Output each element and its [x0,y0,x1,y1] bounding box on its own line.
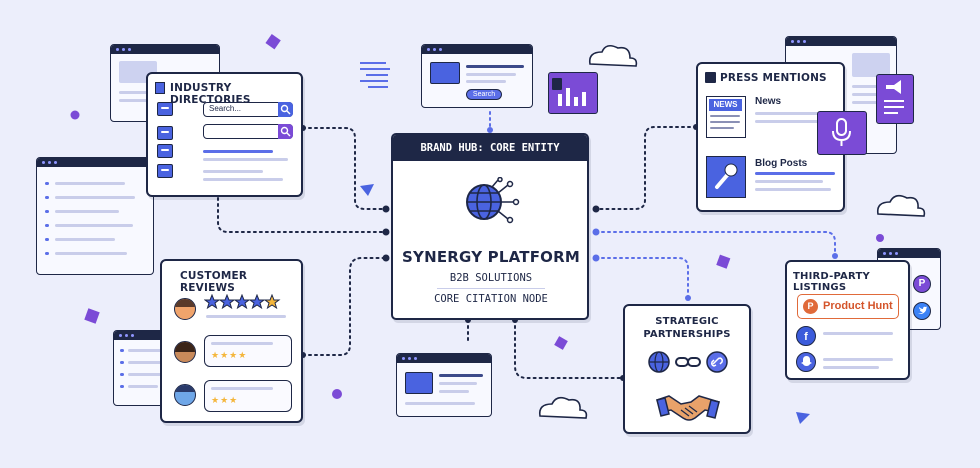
building-icon [155,82,165,94]
industry-directories-card[interactable]: INDUSTRY DIRECTORIES Search... [146,72,303,197]
news-label: News [755,96,782,107]
globe-icon [648,351,670,373]
bar-chart-icon [548,72,598,114]
cloud-icon [588,44,638,67]
review-bubble: ★★★ [204,380,292,412]
list-icon [157,126,173,140]
megaphone-icon [876,74,914,124]
chain-link-icon [675,357,701,367]
facebook-icon[interactable]: f [796,326,816,346]
star-rating [204,294,281,310]
microphone-icon [715,163,738,189]
connector-press [595,126,697,210]
connector-directories-lower [217,197,387,233]
connector-partnerships [514,319,624,379]
search-icon [280,126,291,137]
connector-reviews [302,257,387,356]
connector-partnerships-top [595,257,689,299]
hub-line1: B2B SOLUTIONS [449,272,533,284]
avatar [174,298,196,320]
product-hunt-label: Product Hunt [823,300,893,312]
directory-filter-input[interactable] [203,124,293,139]
connector-listings [595,231,836,257]
review-bubble: ★★★★ [204,335,292,367]
news-badge: NEWS [709,99,742,111]
avatar [174,341,196,363]
search-button[interactable] [278,102,293,117]
avatar [174,384,196,406]
snapchat-icon[interactable] [796,352,816,372]
product-hunt-logo: P [803,299,818,314]
link-icon [706,351,728,373]
bottom-window [396,353,492,417]
search-window: Search [421,44,533,108]
hub-line2: CORE CITATION NODE [434,293,548,305]
news-thumbnail: NEWS [706,96,746,138]
directory-search-placeholder: Search... [209,104,242,113]
blog-label: Blog Posts [755,158,808,169]
list-icon [157,144,173,158]
handshake-icon [656,395,721,421]
cloud-icon [538,396,588,419]
listings-title: THIRD-PARTY LISTINGS [793,271,870,293]
partnerships-title-2: PARTNERSHIPS [643,329,731,340]
hub-header: BRAND HUB: CORE ENTITY [393,135,587,161]
document-icon [552,78,562,90]
list-icon [157,164,173,178]
list-icon [157,102,173,116]
press-title: PRESS MENTIONS [720,72,827,84]
pinterest-icon[interactable]: P [913,275,931,293]
cloud-icon [876,194,926,217]
search-button[interactable] [278,124,293,139]
globe-network-icon [466,177,520,224]
bg-window-left [36,157,154,275]
customer-reviews-card[interactable]: CUSTOMER REVIEWS ★★★★ ★★★ [160,259,303,423]
search-window-button[interactable]: Search [466,89,502,100]
hub-name: SYNERGY PLATFORM [402,248,580,266]
strategic-partnerships-card[interactable]: STRATEGIC PARTNERSHIPS [623,304,751,434]
microphone-thumbnail [706,156,746,198]
brand-hub-card[interactable]: BRAND HUB: CORE ENTITY SYNERGY PLATFORM … [391,133,589,320]
partnerships-title-1: STRATEGIC [655,316,719,327]
search-icon [280,104,291,115]
podcast-mic-icon [817,111,867,155]
directory-search-input[interactable]: Search... [203,102,293,117]
connector-directories [302,127,387,210]
product-hunt-button[interactable]: P Product Hunt [797,294,899,319]
reviews-title: CUSTOMER REVIEWS [180,270,248,294]
twitter-icon[interactable] [913,302,931,320]
third-party-listings-card[interactable]: THIRD-PARTY LISTINGS P Product Hunt f [785,260,910,380]
newspaper-icon [705,72,716,83]
search-window-button-label: Search [472,91,496,98]
